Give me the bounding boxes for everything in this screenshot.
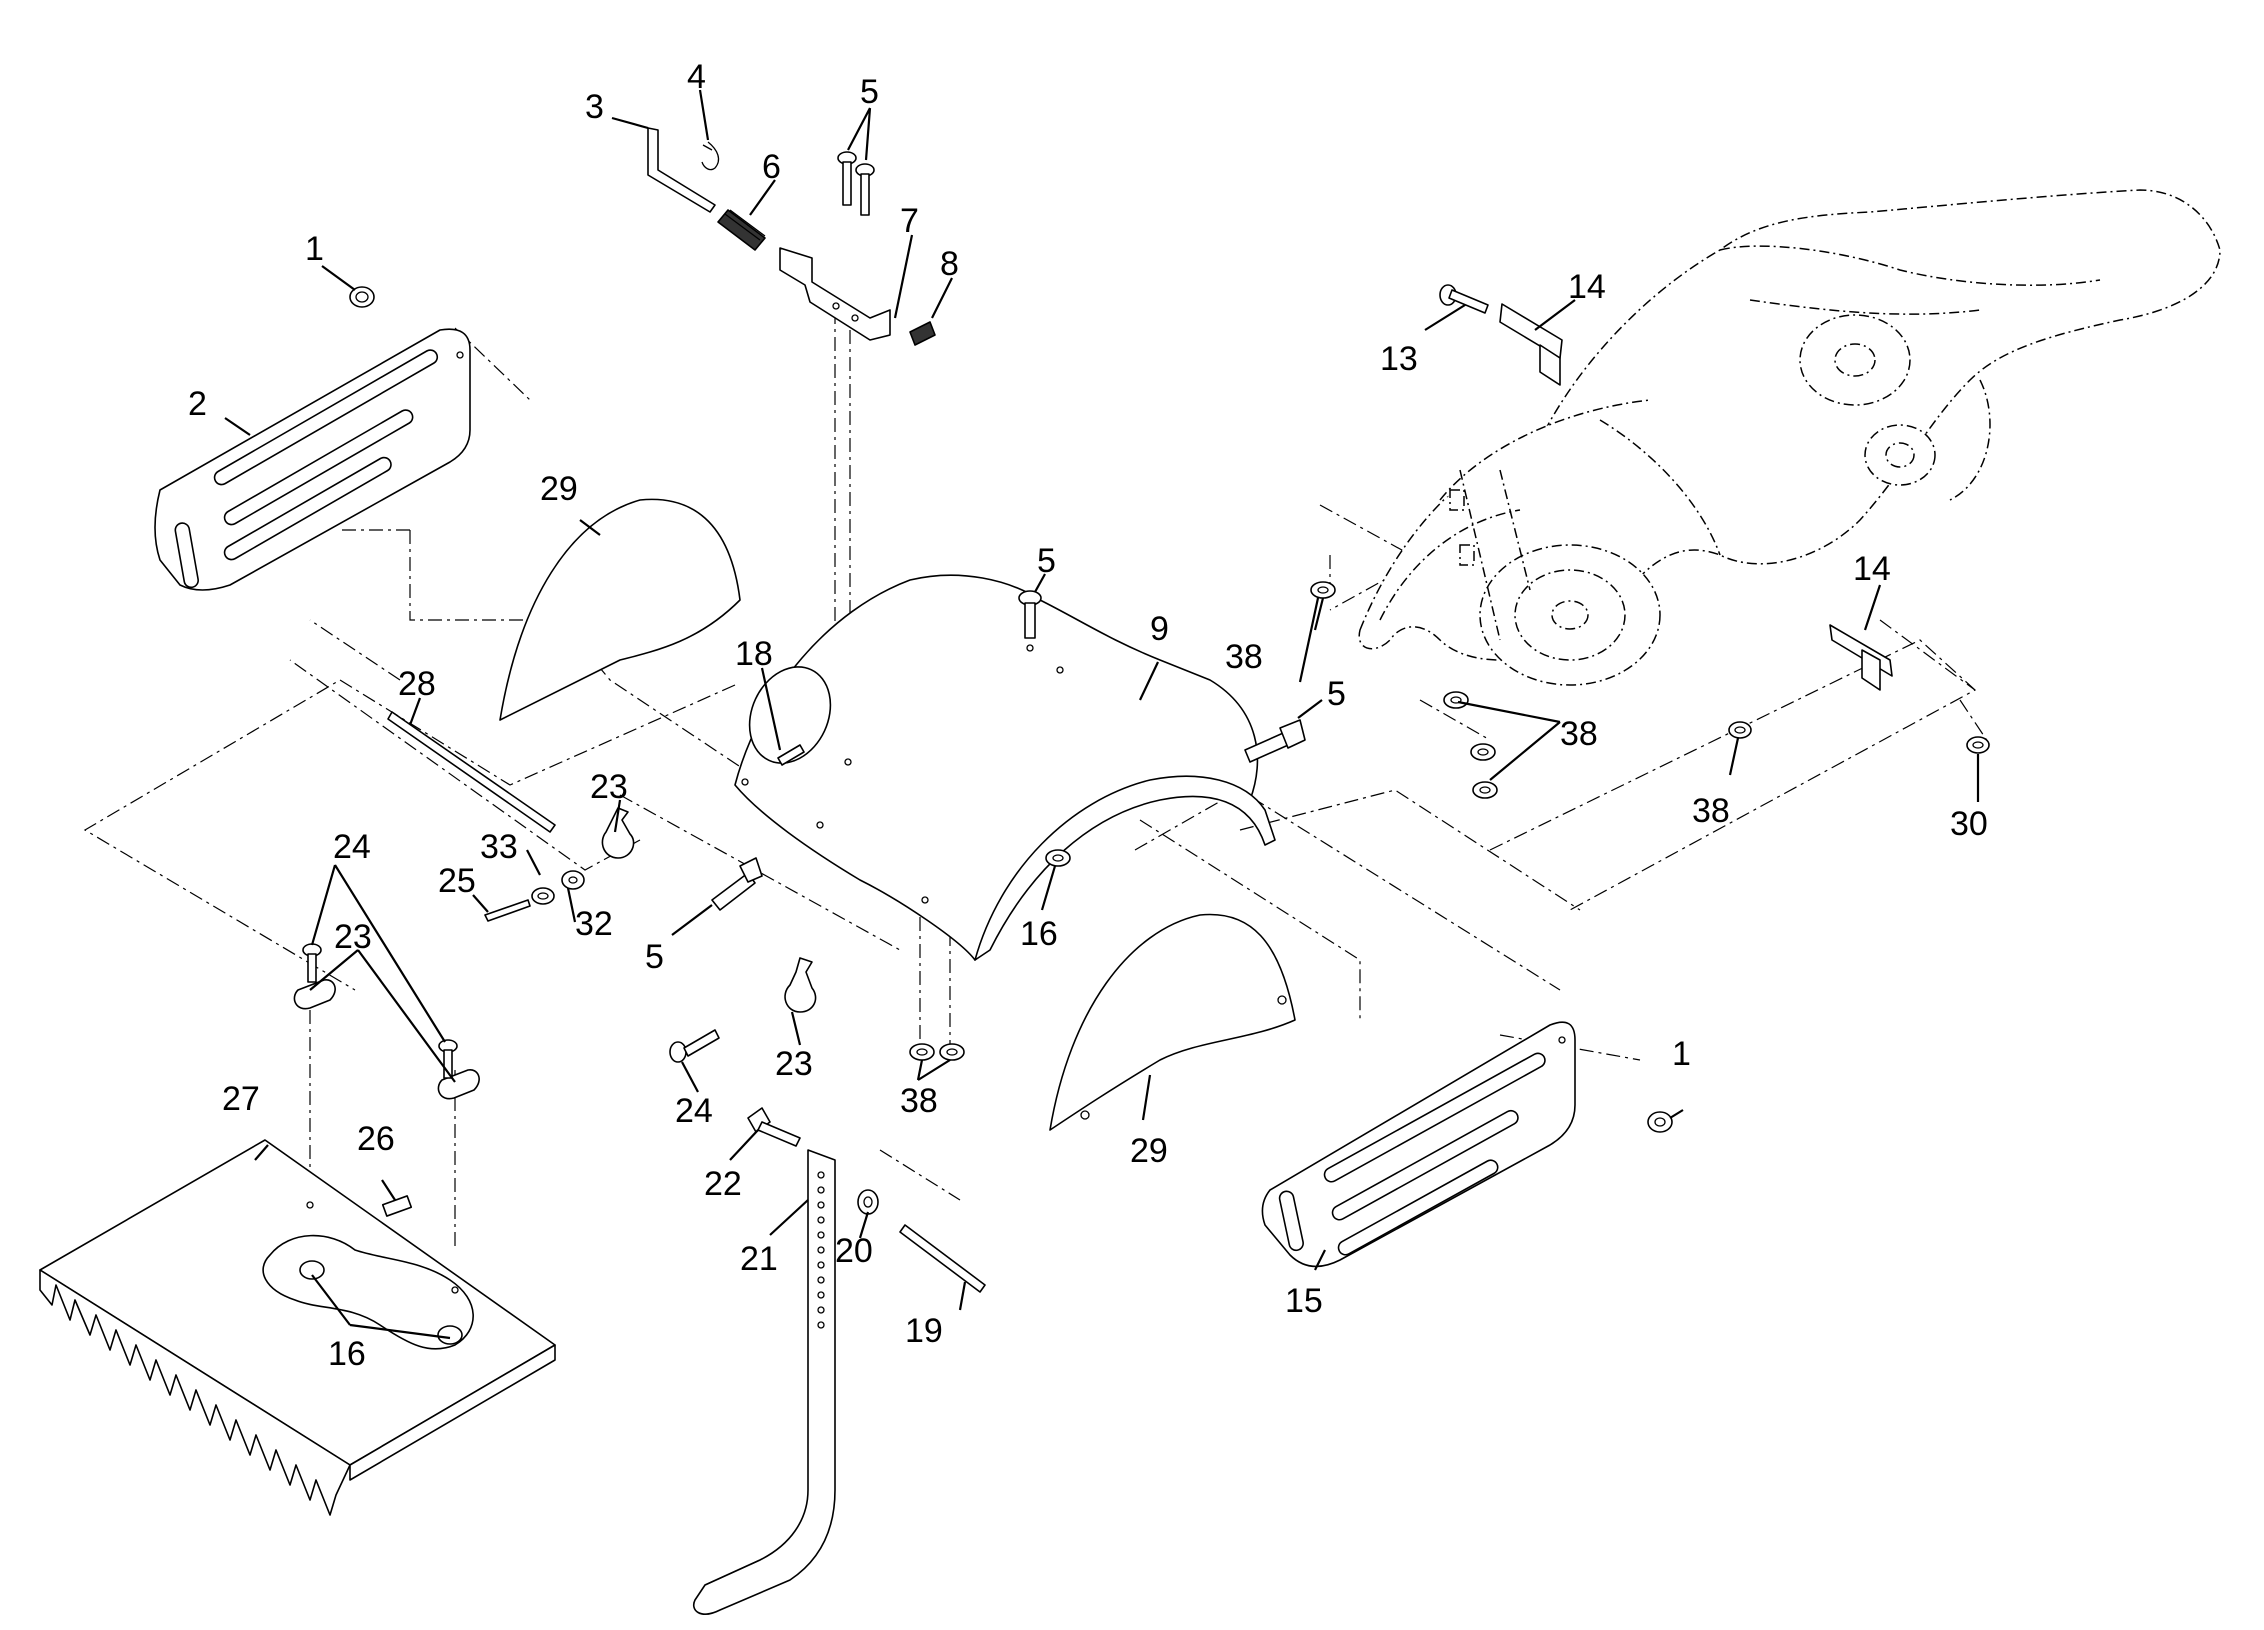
- side-shield-left: [154, 328, 471, 591]
- callout-29-upper: 29: [540, 470, 578, 508]
- callout-3: 3: [585, 88, 604, 126]
- bracket-14-lower: [1829, 624, 1893, 691]
- callout-22: 22: [704, 1165, 742, 1203]
- callout-16-hood: 16: [1020, 915, 1058, 953]
- callout-27: 27: [222, 1080, 260, 1118]
- flange-nut-1-left: [349, 286, 375, 308]
- callout-labels: 1 2 3 4 5 6 7 8 13 14 29 5 9 18 38 14 5 …: [188, 58, 1988, 1373]
- callout-23-left: 23: [334, 918, 372, 956]
- carriage-bolt-24-a: [302, 943, 322, 983]
- cable-clamp-23-b: [293, 979, 336, 1010]
- bracket-7: [779, 247, 891, 341]
- callout-15: 15: [1285, 1282, 1323, 1320]
- cable-clamp-23-a: [601, 807, 635, 859]
- callout-5-lower: 5: [645, 938, 664, 976]
- callout-4: 4: [687, 58, 706, 96]
- callout-25: 25: [438, 862, 476, 900]
- bracket-14-upper: [1499, 303, 1563, 386]
- hex-bolt-22: [747, 1107, 801, 1147]
- rod-28: [387, 711, 556, 833]
- bolt-18: [777, 744, 805, 766]
- cable-clamp-23-c: [437, 1069, 480, 1100]
- callout-14-upper: 14: [1568, 268, 1606, 306]
- callout-23-lower: 23: [775, 1045, 813, 1083]
- callout-23-upper: 23: [590, 768, 628, 806]
- retaining-clip-4: [701, 141, 720, 171]
- callout-28: 28: [398, 665, 436, 703]
- callout-30: 30: [1950, 805, 1988, 843]
- callout-26: 26: [357, 1120, 395, 1158]
- callout-2: 2: [188, 385, 207, 423]
- callout-7: 7: [900, 202, 919, 240]
- callout-29-lower: 29: [1130, 1132, 1168, 1170]
- callout-24-lower: 24: [675, 1092, 713, 1130]
- callout-1-right: 1: [1672, 1035, 1691, 1073]
- pin-19: [899, 1224, 986, 1293]
- side-shield-right: [1261, 1021, 1576, 1268]
- spring-6: [717, 209, 766, 251]
- callout-5-right: 5: [1327, 675, 1346, 713]
- callout-38-upper: 38: [1225, 638, 1263, 676]
- callout-33: 33: [480, 828, 518, 866]
- callout-20: 20: [835, 1232, 873, 1270]
- callout-6: 6: [762, 148, 781, 186]
- hex-bolt-5-lower: [711, 857, 763, 911]
- callout-32: 32: [575, 905, 613, 943]
- depth-stake: [693, 1149, 836, 1615]
- lock-rod-3: [647, 127, 716, 213]
- callout-18: 18: [735, 635, 773, 673]
- callout-38-mid: 38: [1692, 792, 1730, 830]
- callout-19: 19: [905, 1312, 943, 1350]
- pin-25: [484, 899, 531, 922]
- bolt-13: [1439, 284, 1489, 314]
- deflector-plate-upper: [499, 498, 741, 721]
- callout-16-plate: 16: [328, 1335, 366, 1373]
- callout-1-left: 1: [305, 230, 324, 268]
- hex-bolt-5-right: [1244, 719, 1306, 763]
- callout-5-hood: 5: [1037, 542, 1056, 580]
- transmission-housing: [1358, 189, 2221, 686]
- callout-38-lower: 38: [900, 1082, 938, 1120]
- leader-lines: [224, 89, 1980, 1340]
- spring-8: [909, 321, 936, 346]
- callout-14-lower: 14: [1853, 550, 1891, 588]
- drag-plate: [39, 1139, 556, 1516]
- nuts-and-washers: [531, 581, 1990, 1215]
- callout-5-top: 5: [860, 73, 879, 111]
- tine-hood: [734, 574, 1276, 961]
- callout-24-upper: 24: [333, 828, 371, 866]
- callout-8: 8: [940, 245, 959, 283]
- cable-clamp-23-d: [784, 957, 817, 1013]
- callout-21: 21: [740, 1240, 778, 1278]
- carriage-bolt-5-hood: [1018, 590, 1042, 639]
- deflector-plate-lower: [1049, 913, 1296, 1131]
- callout-9: 9: [1150, 610, 1169, 648]
- carriage-bolt-24-c: [669, 1029, 720, 1063]
- callout-38-right: 38: [1560, 715, 1598, 753]
- callout-13: 13: [1380, 340, 1418, 378]
- carriage-bolts-5-top: [837, 151, 875, 216]
